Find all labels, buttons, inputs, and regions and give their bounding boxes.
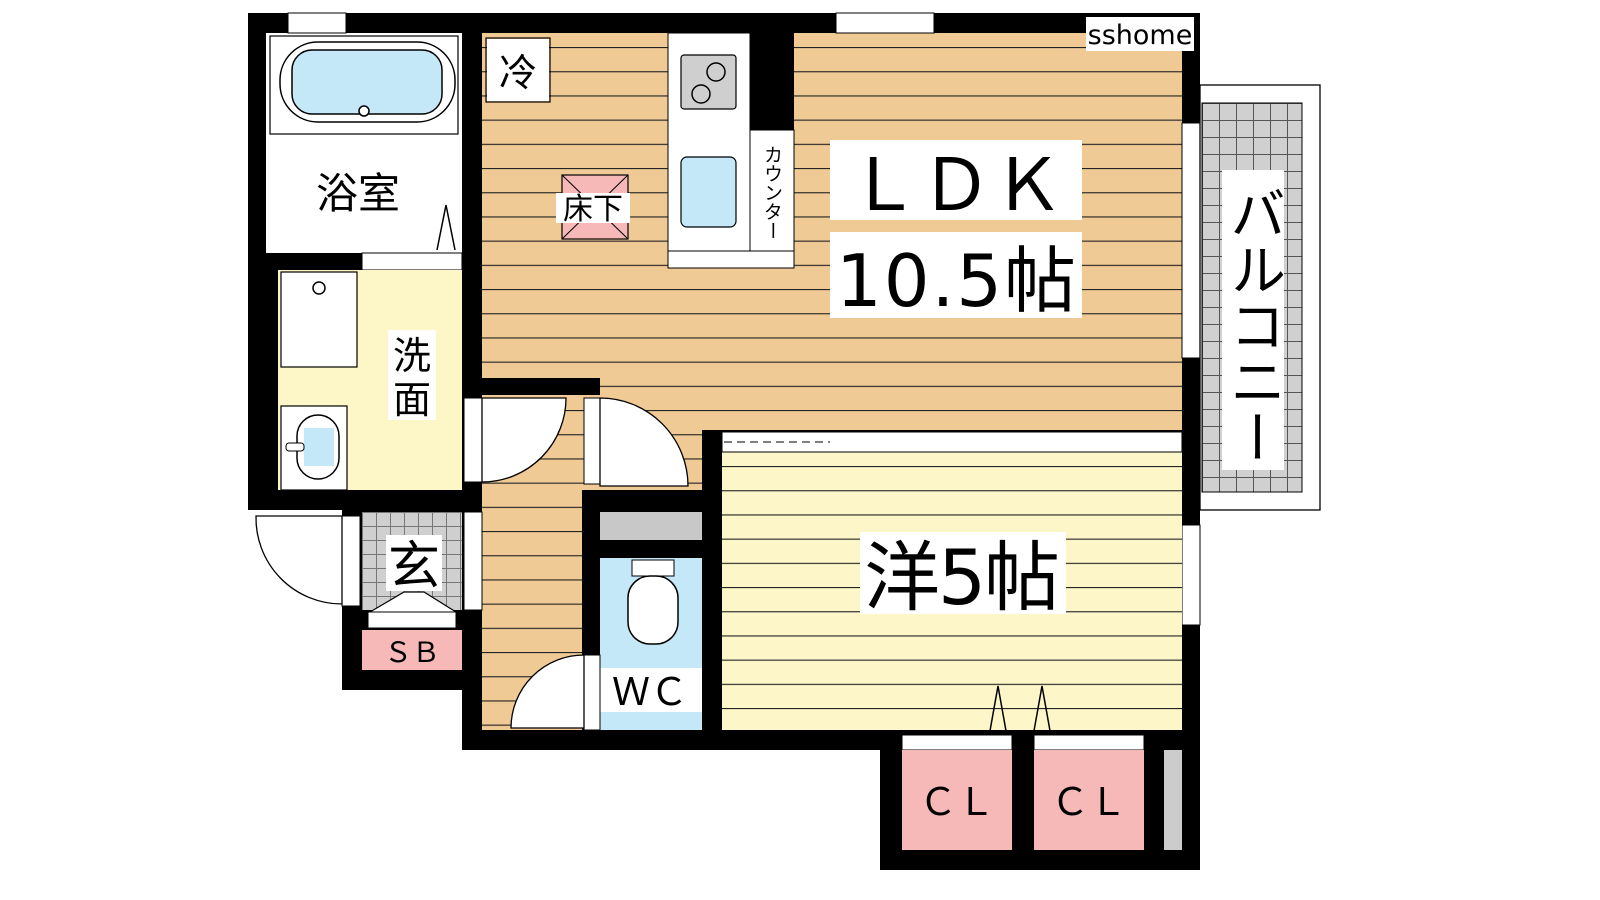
shoe-box-label: ＳＢ xyxy=(384,636,440,669)
washroom-label-1: 洗 xyxy=(393,334,431,378)
western-room: 洋5帖 xyxy=(721,431,1183,743)
window-ldk xyxy=(835,12,935,34)
balcony: バルコニー xyxy=(1181,84,1321,626)
bathroom-door-icon xyxy=(436,204,456,251)
underfloor-label: 床下 xyxy=(563,192,623,227)
counter-label: カウンター xyxy=(761,145,783,240)
closet-doors-icon xyxy=(987,685,1053,743)
closet-2-label: ＣＬ xyxy=(1051,780,1127,824)
washroom: 洗 面 xyxy=(278,270,462,491)
fridge-space xyxy=(485,37,551,103)
ldk-room: 冷 カウンター 床下 ＬＤＫ 10.5帖 xyxy=(463,32,1182,730)
door-ldk-icon xyxy=(599,397,689,487)
toilet-icon xyxy=(627,575,679,645)
western-room-label: 洋5帖 xyxy=(864,533,1060,622)
closets: ＣＬ ＣＬ xyxy=(901,734,1182,850)
bathtub xyxy=(291,49,443,115)
balcony-label: バルコニー xyxy=(1221,185,1286,465)
entrance-label: 玄 xyxy=(388,537,440,597)
shoe-box xyxy=(362,630,462,670)
ldk-size-label: 10.5帖 xyxy=(836,239,1076,323)
entrance: 玄 ＳＢ xyxy=(255,511,483,670)
toilet-room: ＷＣ xyxy=(510,512,702,731)
closet-2 xyxy=(1034,750,1144,850)
stove-icon xyxy=(680,54,737,110)
washroom-label-2: 面 xyxy=(393,378,431,422)
bathroom: 浴室 xyxy=(266,33,463,271)
fridge-label: 冷 xyxy=(499,51,537,95)
closet-1-label: ＣＬ xyxy=(919,780,995,824)
toilet-label: ＷＣ xyxy=(612,670,688,714)
ldk-label: ＬＤＫ xyxy=(848,143,1064,227)
door-wc-icon xyxy=(510,654,585,729)
watermark: sshome xyxy=(1088,20,1193,51)
counter xyxy=(749,129,795,269)
bathroom-label: 浴室 xyxy=(316,169,400,218)
front-door-icon xyxy=(255,515,343,605)
door-washroom-icon xyxy=(481,397,567,483)
closet-1 xyxy=(902,750,1012,850)
sink-icon xyxy=(680,156,737,228)
window-bath xyxy=(287,12,347,34)
